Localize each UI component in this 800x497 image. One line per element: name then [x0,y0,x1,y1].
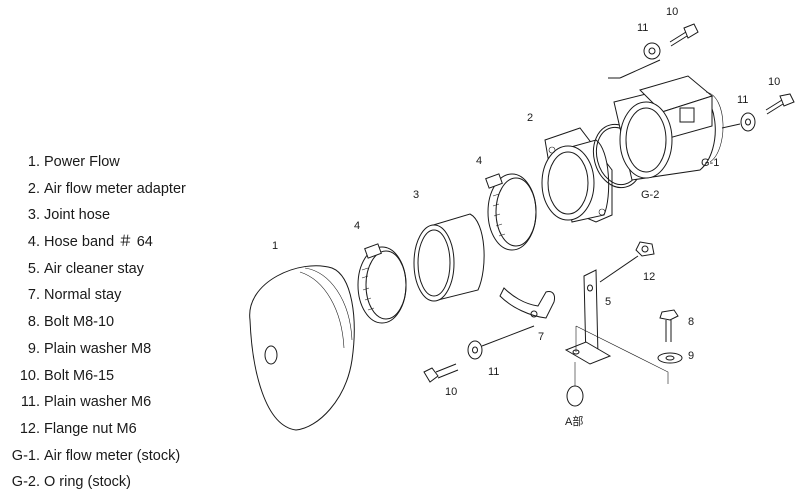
part-number: 5. [27,260,40,277]
part-label: Joint hose [44,207,111,224]
part-label: Air cleaner stay [44,260,144,277]
air-cleaner-stay [564,269,669,384]
parts-list-item: 12.Flange nut M6 [0,416,215,443]
joint-hose [413,213,485,302]
part-number: G-2. [11,474,40,491]
callout-10-right: 10 [768,76,780,88]
part-label: Normal stay [44,287,122,304]
part-label: Hose band ＃ 64 [44,234,153,251]
callout-5: 5 [605,296,611,308]
callout-1: 1 [272,240,278,252]
bolt-m8 [659,309,679,342]
part-number: G-1. [11,447,40,464]
part-label: Plain washer M6 [44,394,152,411]
callout-3: 3 [413,189,419,201]
part-number: 10. [19,367,40,384]
parts-list-item: 5.Air cleaner stay [0,256,215,283]
callout-10-top: 10 [666,6,678,18]
hose-band-left [357,243,407,324]
parts-list-item: 9.Plain washer M8 [0,336,215,363]
part-label: Plain washer M8 [44,340,152,357]
part-number: 4. [27,234,40,251]
parts-list-item: 7.Normal stay [0,282,215,309]
part-number: 12. [19,420,40,437]
part-label: Power Flow [44,154,120,170]
part-number: 9. [27,340,40,357]
power-flow-filter [249,265,355,431]
callout-g2: G-2 [641,189,659,201]
bolt-m6-right [721,93,795,129]
callout-11-top: 11 [637,22,648,34]
flange-nut-m6 [599,241,655,283]
plain-washer-m6-bottom [467,325,535,360]
part-label: Bolt M6-15 [44,367,115,384]
plain-washer-m6-top [643,42,661,60]
part-label: Flange nut M6 [44,420,137,437]
part-label: Bolt M8-10 [44,314,115,331]
plain-washer-m8 [657,352,683,364]
callout-11-right: 11 [737,94,748,106]
callout-9: 9 [688,350,694,362]
part-number: 1. [27,154,40,170]
parts-list-item: 2.Air flow meter adapter [0,176,215,203]
normal-stay [499,287,555,319]
part-label: Air flow meter (stock) [44,447,181,464]
parts-list-item: G-1.Air flow meter (stock) [0,443,215,470]
part-label: O ring (stock) [44,474,132,491]
parts-list: 1.Power Flow 2.Air flow meter adapter 3.… [0,149,215,496]
bolt-m6-top [608,23,699,79]
air-flow-meter-adapter [541,127,613,223]
parts-list-item: 1.Power Flow [0,149,215,176]
part-number: 3. [27,207,40,224]
hose-band-right [485,173,537,251]
parts-list-item: 10.Bolt M6-15 [0,363,215,390]
detail-a-marker [566,362,584,407]
air-flow-meter [613,75,724,181]
parts-list-item: 11.Plain washer M6 [0,389,215,416]
parts-list-item: 4.Hose band ＃ 64 [0,229,215,256]
callout-7: 7 [538,331,544,343]
parts-list-item: G-2.O ring (stock) [0,469,215,496]
callout-detail-a: A部 [565,414,583,428]
part-number: 2. [27,180,40,197]
bolt-m6-bottom [423,363,459,383]
callout-12: 12 [643,271,655,283]
parts-list-item: 3.Joint hose [0,202,215,229]
callout-11-bottom: 11 [488,366,499,378]
callout-g1: G-1 [701,157,719,169]
callout-10-bottom: 10 [445,386,457,398]
part-number: 11. [20,394,40,411]
part-label: Air flow meter adapter [44,180,186,197]
callout-4-left: 4 [354,220,360,232]
callout-8: 8 [688,316,694,328]
part-number: 7. [27,287,40,304]
parts-list-item: 8.Bolt M8-10 [0,309,215,336]
plain-washer-m6-right [740,112,756,132]
callout-2: 2 [527,112,533,124]
part-number: 8. [27,314,40,331]
callout-4-right: 4 [476,155,482,167]
